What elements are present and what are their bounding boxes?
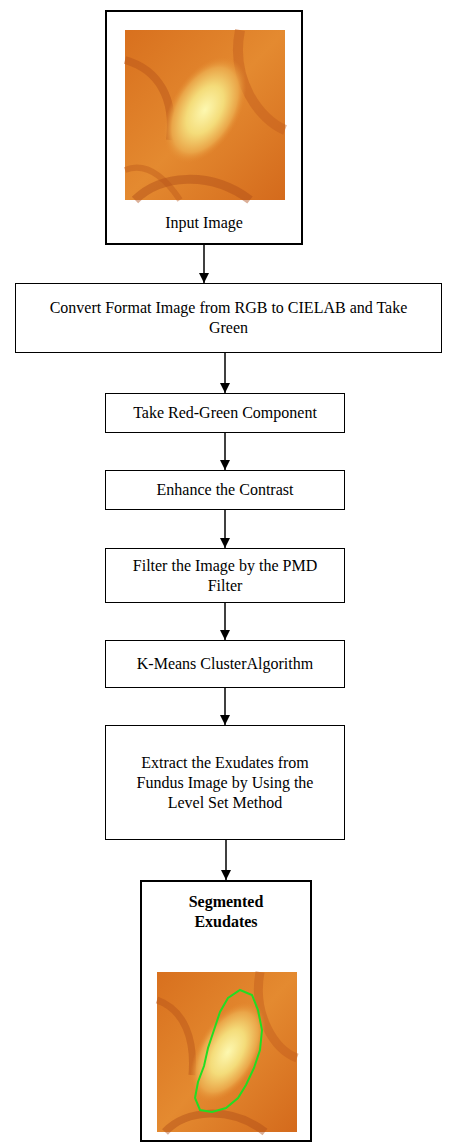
flow-arrow [203, 245, 205, 283]
segmented-fundus-image [157, 972, 297, 1132]
process-box: Filter the Image by the PMD Filter [105, 548, 345, 603]
process-box: Take Red-Green Component [105, 393, 345, 433]
flow-arrow [224, 688, 226, 725]
flow-arrow [225, 840, 227, 880]
flow-arrow [224, 433, 226, 470]
step-label: Enhance the Contrast [157, 480, 294, 500]
process-box: Enhance the Contrast [105, 470, 345, 510]
flow-arrow [224, 510, 226, 548]
process-box: Extract the Exudates from Fundus Image b… [105, 725, 345, 840]
image-box: Input Image [105, 10, 303, 245]
step-label: K-Means ClusterAlgorithm [137, 654, 313, 674]
process-box: K-Means ClusterAlgorithm [105, 640, 345, 688]
flow-arrow [224, 353, 226, 393]
process-box: Convert Format Image from RGB to CIELAB … [15, 283, 442, 353]
step-label: Input Image [165, 213, 243, 233]
step-label: Take Red-Green Component [133, 403, 317, 423]
step-label: Filter the Image by the PMD Filter [120, 556, 330, 596]
result-title: Segmented Exudates [171, 892, 281, 932]
step-label: Extract the Exudates from Fundus Image b… [120, 753, 330, 813]
input-fundus-image [125, 30, 285, 200]
step-label: Convert Format Image from RGB to CIELAB … [30, 298, 427, 338]
result-box: Segmented Exudates [140, 880, 312, 1142]
flow-arrow [224, 603, 226, 640]
